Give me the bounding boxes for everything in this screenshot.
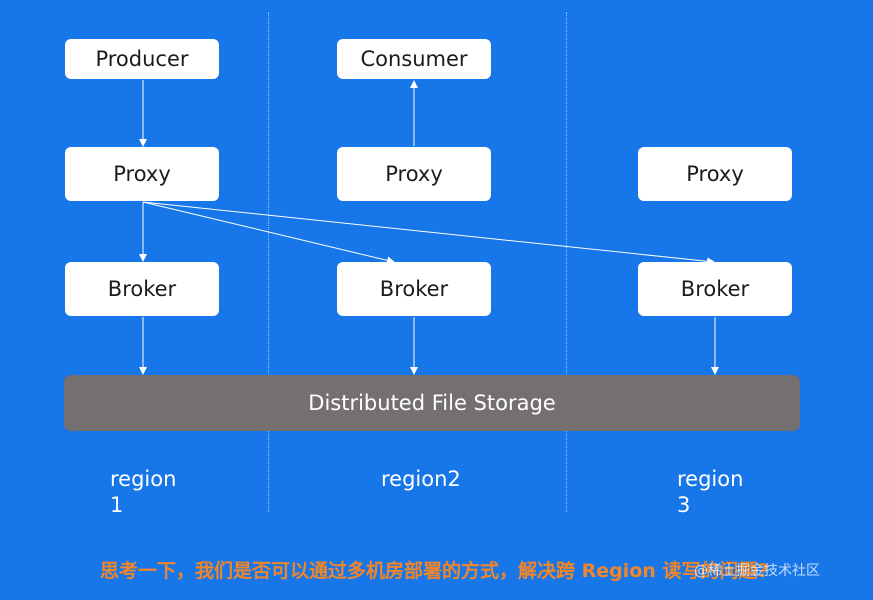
broker-node-region2: Broker <box>337 262 491 316</box>
region-label-2: region2 <box>381 466 471 492</box>
region-label-3-line1: region <box>677 467 744 491</box>
arrow-proxy1-to-broker3 <box>142 201 715 266</box>
proxy-node-region3: Proxy <box>638 147 792 201</box>
region-label-3-line2: 3 <box>677 493 691 517</box>
region-label-1-line2: 1 <box>110 493 124 517</box>
region-label-1-line1: region <box>110 467 177 491</box>
consumer-node: Consumer <box>337 39 491 79</box>
broker-node-region1: Broker <box>65 262 219 316</box>
producer-node: Producer <box>65 39 219 79</box>
region-label-3: region 3 <box>677 466 767 518</box>
broker-node-region3: Broker <box>638 262 792 316</box>
region-divider-2 <box>566 12 567 512</box>
region-label-1: region 1 <box>110 466 200 518</box>
watermark: @稀土掘金技术社区 <box>694 563 820 579</box>
region-label-2-line1: region2 <box>381 467 461 491</box>
question-caption: 思考一下，我们是否可以通过多机房部署的方式，解决跨 Region 读写的问题? <box>100 560 769 582</box>
arrow-proxy1-to-broker2 <box>142 201 395 265</box>
region-divider-1 <box>268 12 269 512</box>
proxy-node-region2: Proxy <box>337 147 491 201</box>
distributed-file-storage: Distributed File Storage <box>64 375 800 431</box>
proxy-node-region1: Proxy <box>65 147 219 201</box>
